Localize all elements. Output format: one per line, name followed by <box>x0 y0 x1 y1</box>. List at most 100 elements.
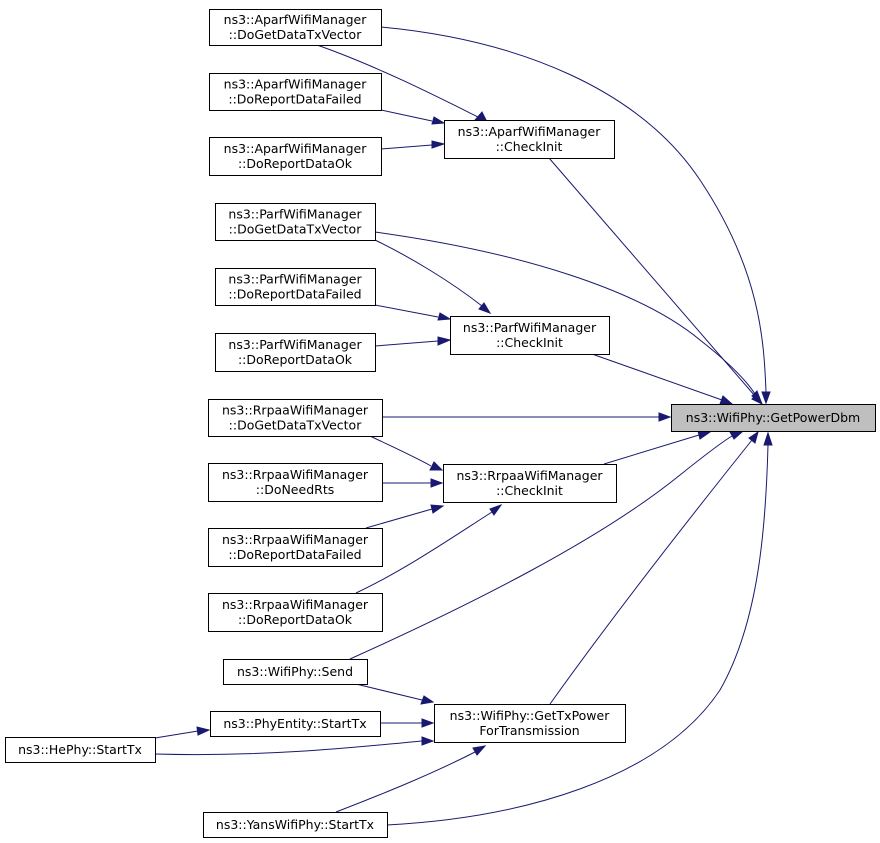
edge-line <box>374 304 439 318</box>
edge-line <box>549 439 753 705</box>
node-aparf-get[interactable]: ns3::AparfWifiManager::DoGetDataTxVector <box>209 9 382 46</box>
arrowhead-icon <box>751 390 764 406</box>
node-box <box>671 404 876 432</box>
arrowhead-icon <box>431 116 446 125</box>
node-hephy[interactable]: ns3::HePhy::StartTx <box>5 737 156 763</box>
edge-line <box>374 340 439 347</box>
node-label-line: ns3::AparfWifiManager <box>224 141 368 156</box>
node-box <box>209 9 382 46</box>
node-parf-get[interactable]: ns3::ParfWifiManager::DoGetDataTxVector <box>215 203 376 241</box>
node-box <box>215 333 376 372</box>
arrowhead-icon <box>658 412 672 422</box>
edge-line <box>380 144 433 150</box>
node-rrpaa-get[interactable]: ns3::RrpaaWifiManager::DoGetDataTxVector <box>208 399 383 437</box>
edge-send-to-gettxpower <box>355 683 435 705</box>
node-box <box>215 268 376 306</box>
edge-phyentity-to-gettxpower <box>380 718 435 728</box>
edge-line <box>369 435 432 467</box>
edge-line <box>380 109 433 122</box>
node-yans[interactable]: ns3::YansWifiPhy::StartTx <box>203 812 388 838</box>
node-label-line: ns3::ParfWifiManager <box>228 337 362 352</box>
node-label-line: ns3::WifiPhy::GetPowerDbm <box>686 410 860 425</box>
node-label-line: ::DoGetDataTxVector <box>229 27 363 42</box>
node-label-line: ::DoNeedRts <box>256 482 334 497</box>
node-rrpaa-failed[interactable]: ns3::RrpaaWifiManager::DoReportDataFaile… <box>208 528 383 567</box>
edge-aparf_ok-to-aparf_check <box>380 140 446 150</box>
node-label-line: ns3::ParfWifiManager <box>228 272 362 287</box>
node-box <box>209 73 382 111</box>
node-box <box>209 137 382 176</box>
node-label-line: ns3::AparfWifiManager <box>224 12 368 27</box>
node-label-line: ns3::ParfWifiManager <box>228 207 362 222</box>
node-send[interactable]: ns3::WifiPhy::Send <box>223 659 368 685</box>
node-aparf-failed[interactable]: ns3::AparfWifiManager::DoReportDataFaile… <box>209 73 382 111</box>
node-box <box>434 704 626 743</box>
edge-aparf_get-to-root <box>380 26 771 405</box>
node-box <box>215 203 376 241</box>
node-box <box>223 659 368 685</box>
node-label-line: ns3::RrpaaWifiManager <box>222 467 369 482</box>
node-box <box>208 463 383 502</box>
edge-line <box>335 751 476 813</box>
edge-line <box>380 26 767 393</box>
arrowhead-icon <box>748 430 759 444</box>
edge-parf_check-to-root <box>591 353 734 405</box>
node-box <box>208 593 383 632</box>
node-label-line: ::CheckInit <box>496 139 563 154</box>
arrowhead-icon <box>761 391 771 405</box>
node-phyentity[interactable]: ns3::PhyEntity::StartTx <box>210 711 381 737</box>
arrowhead-icon <box>489 503 503 516</box>
edge-rrpaa_failed-to-rrpaa_check <box>365 504 445 529</box>
arrowhead-icon <box>430 478 444 488</box>
node-parf-check[interactable]: ns3::ParfWifiManager::CheckInit <box>450 316 610 355</box>
node-label-line: ::DoGetDataTxVector <box>229 418 363 433</box>
edge-line <box>374 239 483 307</box>
arrowhead-icon <box>729 431 744 440</box>
node-label-line: ::CheckInit <box>496 483 563 498</box>
node-label-line: ns3::RrpaaWifiManager <box>456 468 603 483</box>
node-box <box>210 711 381 737</box>
node-label-line: ns3::HePhy::StartTx <box>18 742 142 757</box>
edge-line <box>386 444 769 826</box>
node-label-line: ns3::WifiPhy::Send <box>237 664 353 679</box>
arrowhead-icon <box>763 431 773 446</box>
node-rrpaa-check[interactable]: ns3::RrpaaWifiManager::CheckInit <box>443 464 617 503</box>
node-parf-ok[interactable]: ns3::ParfWifiManager::DoReportDataOk <box>215 333 376 372</box>
arrowhead-icon <box>437 336 452 346</box>
node-parf-failed[interactable]: ns3::ParfWifiManager::DoReportDataFailed <box>215 268 376 306</box>
node-rrpaa-rts[interactable]: ns3::RrpaaWifiManager::DoNeedRts <box>208 463 383 502</box>
edge-line <box>591 353 723 401</box>
edge-line <box>355 511 493 594</box>
edge-line <box>154 730 199 739</box>
node-label-line: ::DoReportDataOk <box>238 612 353 627</box>
nodes-layer: ns3::WifiPhy::GetPowerDbm ns3::AparfWifiM… <box>5 9 876 838</box>
arrowhead-icon <box>478 302 492 314</box>
edge-line <box>154 740 423 756</box>
node-label-line: ::DoReportDataFailed <box>228 287 361 302</box>
node-rrpaa-ok[interactable]: ns3::RrpaaWifiManager::DoReportDataOk <box>208 593 383 632</box>
node-label-line: ns3::AparfWifiManager <box>458 124 602 139</box>
node-box <box>5 737 156 763</box>
edge-rrpaa_get-to-rrpaa_check <box>369 435 444 471</box>
arrowhead-icon <box>196 726 211 736</box>
edge-yans-to-root <box>386 431 773 826</box>
arrowhead-icon <box>421 736 435 746</box>
edge-line <box>374 231 756 395</box>
edge-parf_ok-to-parf_check <box>374 336 452 347</box>
arrowhead-icon <box>421 718 435 728</box>
node-box <box>443 464 617 503</box>
edge-line <box>548 157 756 397</box>
edge-parf_get-to-parf_check <box>374 239 492 314</box>
edge-rrpaa_get-to-root <box>382 412 672 422</box>
arrowhead-icon <box>472 745 487 756</box>
node-label-line: ns3::AparfWifiManager <box>224 77 368 92</box>
edge-rrpaa_ok-to-rrpaa_check <box>355 503 503 594</box>
node-aparf-ok[interactable]: ns3::AparfWifiManager::DoReportDataOk <box>209 137 382 176</box>
node-aparf-check[interactable]: ns3::AparfWifiManager::CheckInit <box>444 120 615 159</box>
node-box <box>208 399 383 437</box>
edge-gettxpower-to-root <box>549 430 759 705</box>
node-label-line: ::DoReportDataFailed <box>228 92 361 107</box>
edge-hephy-to-phyentity <box>154 726 211 739</box>
node-root[interactable]: ns3::WifiPhy::GetPowerDbm <box>671 404 876 432</box>
